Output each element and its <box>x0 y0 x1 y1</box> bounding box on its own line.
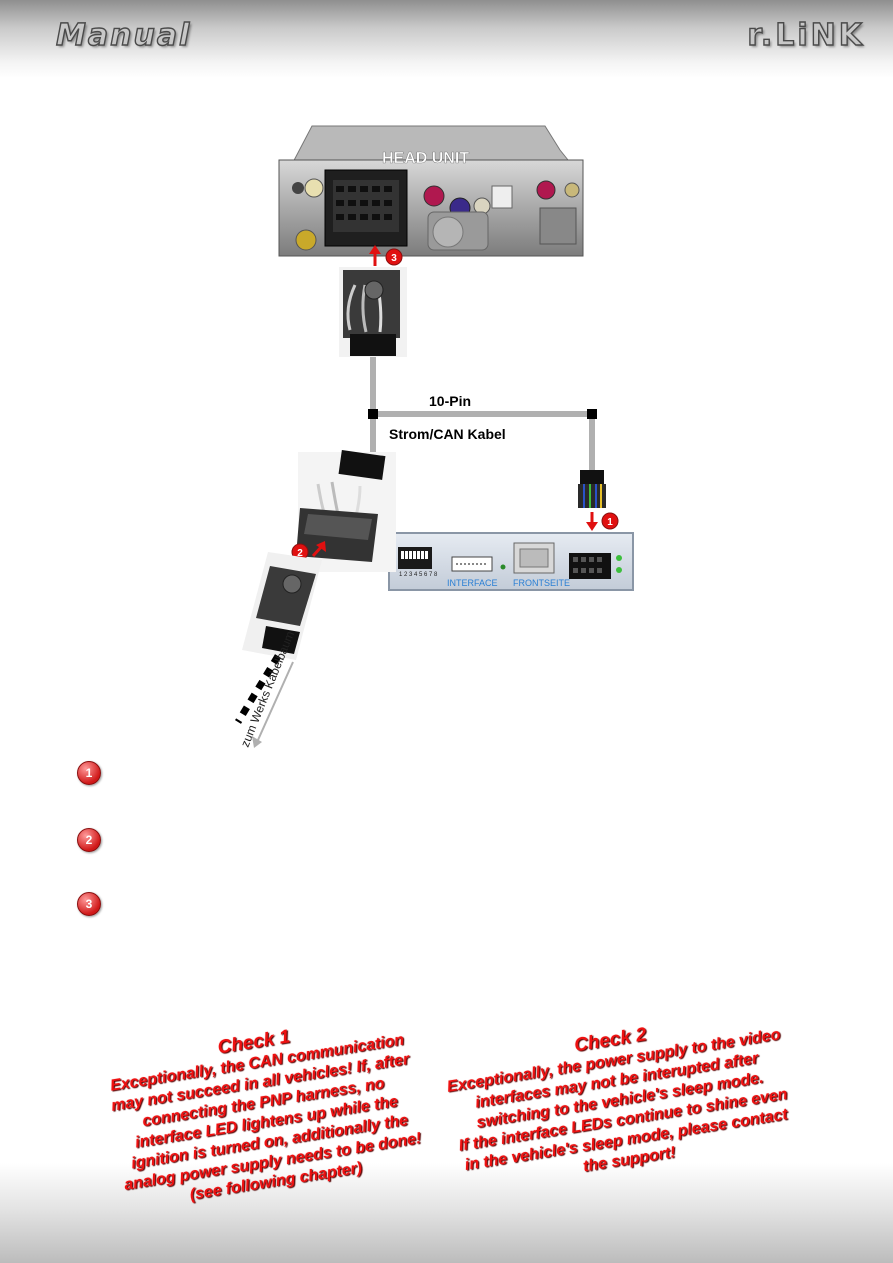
head-unit-label: HEAD UNIT <box>382 150 469 167</box>
manual-title: Manual <box>55 17 192 53</box>
cable <box>370 357 595 472</box>
footer-bar <box>0 1163 893 1263</box>
step-1-badge: 1 <box>77 761 101 785</box>
dip-switch-numbers: 1 2 3 4 5 6 7 8 <box>399 572 438 578</box>
lower-adapter-image <box>296 450 396 572</box>
step-3-number: 3 <box>85 897 93 911</box>
front-side-label: FRONTSEITE <box>513 578 570 588</box>
step-3-arrow: 3 <box>369 245 403 266</box>
header-bar: Manual r.LiNK <box>0 0 893 78</box>
step-1-arrow-number: 1 <box>607 517 613 528</box>
ten-pin-plug-image <box>578 470 606 508</box>
interface-front-panel: 1 2 3 4 5 6 7 8 INTERFACE FRONTSEITE <box>388 532 634 591</box>
step-2-arrow-number: 2 <box>297 548 303 559</box>
cable-junction <box>368 409 378 419</box>
cable-junction-right <box>587 409 597 419</box>
head-unit-image: HEAD UNIT <box>278 125 584 257</box>
interface-label: INTERFACE <box>447 578 498 588</box>
cable-pin-label: 10-Pin <box>429 393 471 409</box>
step-1-number: 1 <box>85 766 93 780</box>
step-3-badge: 3 <box>77 892 101 916</box>
step-2-arrow: 2 <box>291 541 326 561</box>
vehicle-harness-line <box>235 654 294 748</box>
step-1-arrow: 1 <box>586 512 619 531</box>
cable-name-label: Strom/CAN Kabel <box>389 426 506 442</box>
vehicle-connector-image <box>242 552 322 660</box>
upper-connector-image <box>339 267 407 357</box>
step-3-arrow-number: 3 <box>391 253 397 264</box>
step-2-number: 2 <box>85 833 93 847</box>
rlink-logo: r.LiNK <box>747 17 865 53</box>
step-2-badge: 2 <box>77 828 101 852</box>
